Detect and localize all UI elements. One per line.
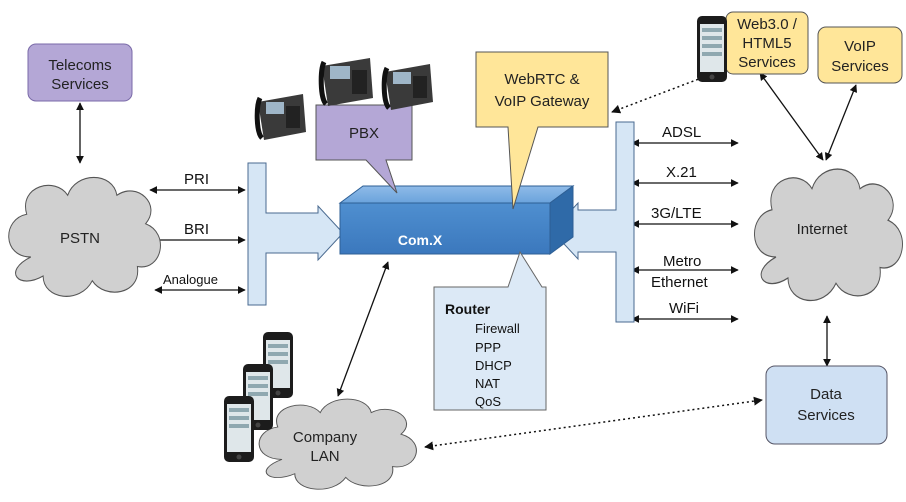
internet-web3-link [759, 72, 824, 161]
gateway-label-line2: VoIP Gateway [495, 93, 590, 110]
analogue-label: Analogue [163, 272, 218, 287]
router-title: Router [445, 301, 491, 317]
bri-label: BRI [184, 221, 209, 238]
smartphone-icon [224, 396, 254, 462]
telecoms-label-line1: Telecoms [48, 57, 111, 74]
pstn-cloud: PSTN [8, 176, 162, 297]
internet-cloud: Internet [753, 168, 904, 302]
web3-services-box: Web3.0 / HTML5 Services [725, 11, 809, 75]
pstn-label: PSTN [60, 230, 100, 247]
gateway-callout: WebRTC & VoIP Gateway [475, 51, 609, 210]
smartphone-icon [697, 16, 727, 82]
3g-lte-label: 3G/LTE [651, 205, 702, 222]
router-callout: Router Firewall PPP DHCP NAT QoS [433, 250, 547, 411]
lan-data-dotted-link [424, 396, 763, 451]
router-feature-dhcp: DHCP [475, 358, 512, 373]
wifi-label: WiFi [669, 300, 699, 317]
data-services-box: Data Services [765, 365, 888, 445]
web3-label-line3: Services [738, 54, 796, 71]
desk-phone-icon [254, 94, 306, 140]
pbx-label: PBX [349, 125, 379, 142]
web3-label-line2: HTML5 [742, 35, 791, 52]
internet-label: Internet [797, 221, 849, 238]
voip-label-line2: Services [831, 58, 889, 75]
lan-label-line1: Company [293, 429, 358, 446]
data-label-line2: Services [797, 407, 855, 424]
adsl-label: ADSL [662, 124, 701, 141]
router-feature-firewall: Firewall [475, 321, 520, 336]
voip-label-line1: VoIP [844, 38, 876, 55]
comx-device: Com.X [338, 185, 575, 255]
data-label-line1: Data [810, 386, 842, 403]
telecoms-services-box: Telecoms Services [27, 43, 133, 102]
metro-label: Metro [663, 253, 701, 270]
x21-label: X.21 [666, 164, 697, 181]
pbx-callout: PBX [315, 104, 413, 194]
web3-label-line1: Web3.0 / [737, 16, 798, 33]
voip-services-box: VoIP Services [817, 26, 903, 84]
router-feature-nat: NAT [475, 376, 500, 391]
router-feature-ppp: PPP [475, 340, 501, 355]
lan-comx-link [336, 261, 390, 397]
gateway-label-line1: WebRTC & [504, 71, 579, 88]
ethernet-label: Ethernet [651, 274, 709, 291]
desk-phone-icon [318, 58, 373, 106]
internet-voip-link [824, 84, 858, 161]
right-bus-bar [551, 121, 635, 323]
desk-phone-icon [381, 64, 433, 110]
comx-label: Com.X [398, 232, 443, 248]
pri-label: PRI [184, 171, 209, 188]
lan-label-line2: LAN [310, 448, 339, 465]
router-feature-qos: QoS [475, 394, 501, 409]
gateway-web3-dotted-link [611, 65, 734, 114]
telecoms-label-line2: Services [51, 76, 109, 93]
left-bus-bar [247, 162, 344, 306]
company-lan-cloud: Company LAN [258, 398, 417, 490]
